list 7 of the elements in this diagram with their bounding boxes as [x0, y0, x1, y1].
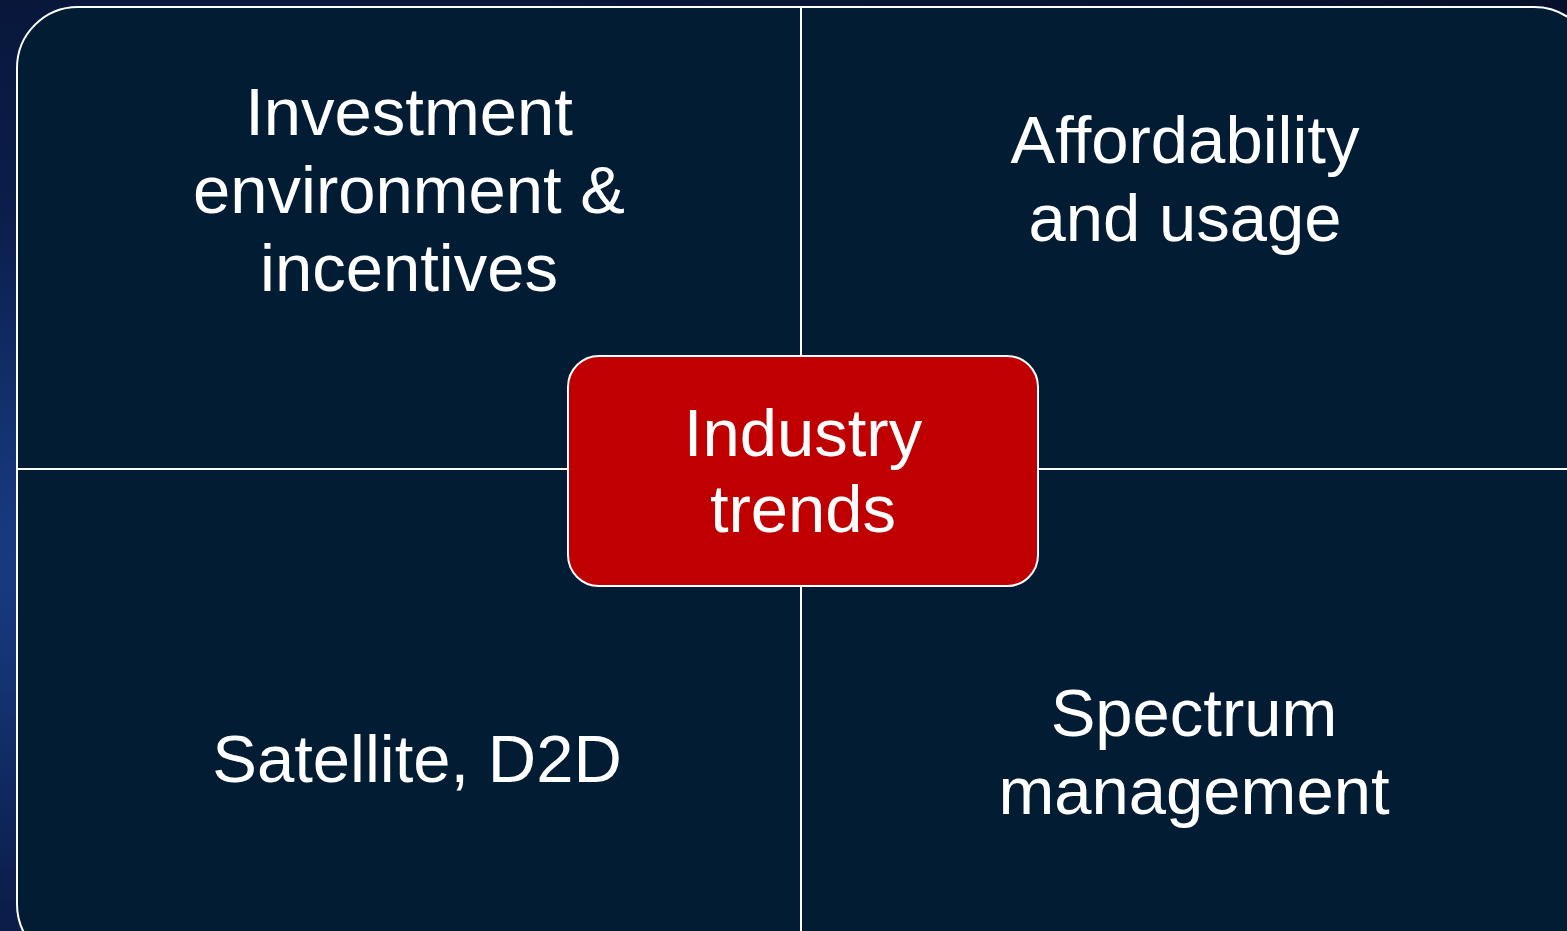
center-title: Industry trends [682, 395, 924, 547]
center-box [567, 355, 1039, 587]
quadrant-title: Investment environment & incentives [192, 73, 626, 307]
quadrant-title: Satellite, D2D [211, 720, 623, 798]
quadrant-panel-frame [16, 6, 1567, 931]
quadrant-title: Affordability and usage [1009, 101, 1361, 257]
quadrant-title: Spectrum management [997, 674, 1391, 830]
